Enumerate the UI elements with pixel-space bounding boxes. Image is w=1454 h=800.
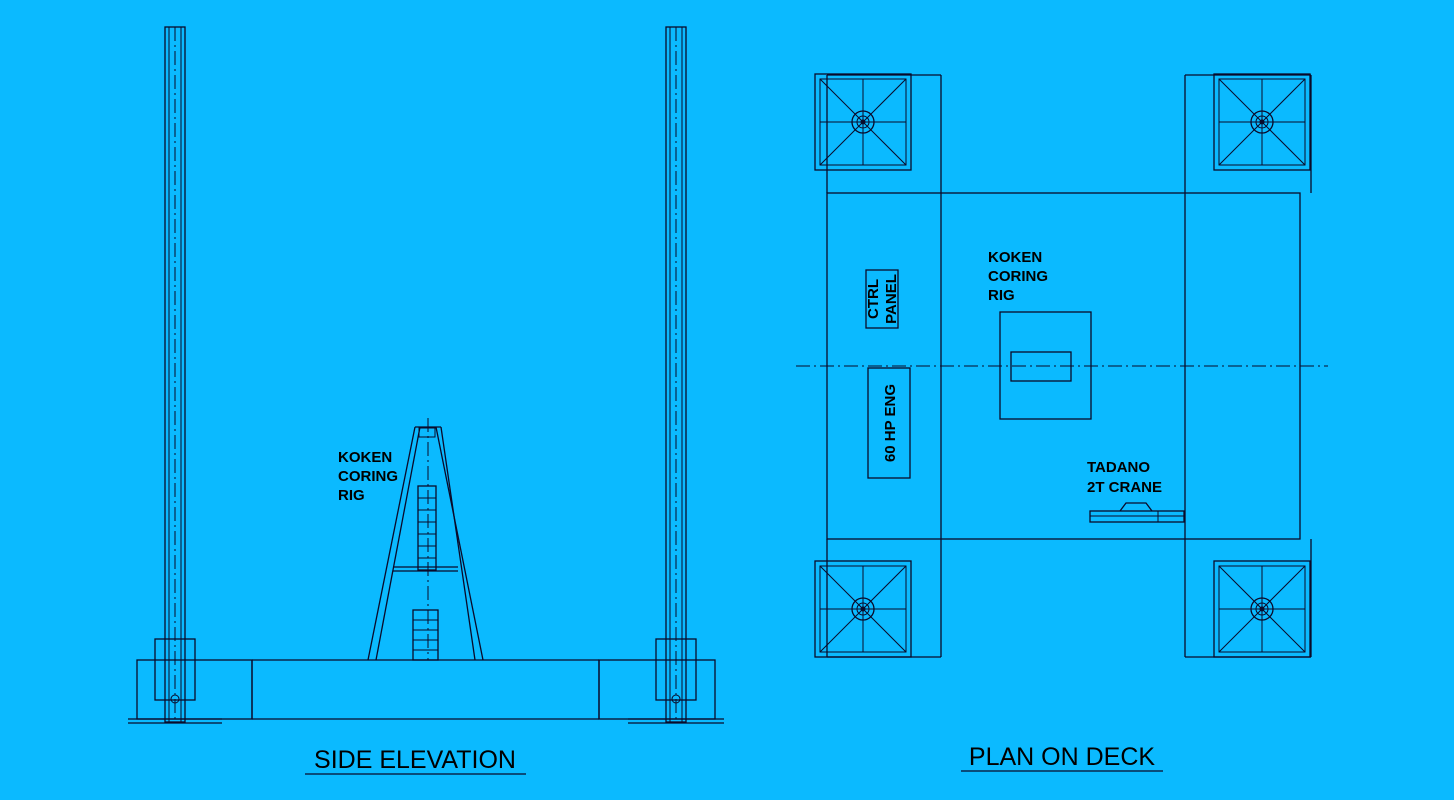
left-spud-leg	[128, 26, 253, 724]
right-spud-leg	[598, 26, 724, 724]
engine: 60 HP ENG	[867, 367, 911, 479]
ctrl-panel-label-line-2: PANEL	[883, 274, 900, 324]
side-rig-label-line-2: CORING	[338, 468, 398, 485]
ctrl-panel-label-line-1: CTRL	[865, 279, 882, 319]
coring-rig-side	[367, 418, 484, 661]
deck-outline	[796, 74, 1328, 658]
spud-well-bottom-right	[1213, 560, 1311, 658]
spud-well-bottom-left	[814, 560, 912, 658]
crane-label-line-2: 2T CRANE	[1087, 479, 1162, 496]
barge-hull	[251, 659, 600, 720]
plan-rig-label-line-1: KOKEN	[988, 249, 1042, 266]
crane	[1089, 502, 1185, 523]
plan-rig-label-line-3: RIG	[988, 287, 1015, 304]
side-elevation-title: SIDE ELEVATION	[314, 746, 516, 774]
plan-on-deck-title: PLAN ON DECK	[969, 743, 1155, 771]
spud-well-top-right	[1213, 73, 1311, 171]
crane-label-line-1: TADANO	[1087, 459, 1150, 476]
side-rig-label-line-1: KOKEN	[338, 449, 392, 466]
side-rig-label-line-3: RIG	[338, 487, 365, 504]
spud-well-top-left	[814, 73, 912, 171]
control-panel: CTRL PANEL	[865, 269, 900, 329]
engine-label: 60 HP ENG	[882, 384, 899, 462]
plan-on-deck-view: CTRL PANEL 60 HP ENG KOKEN CORING RIG TA…	[796, 73, 1328, 772]
coring-rig-plan	[999, 311, 1092, 420]
plan-rig-label-line-2: CORING	[988, 268, 1048, 285]
side-elevation-view: KOKEN CORING RIG SIDE ELEVATION	[128, 26, 724, 775]
